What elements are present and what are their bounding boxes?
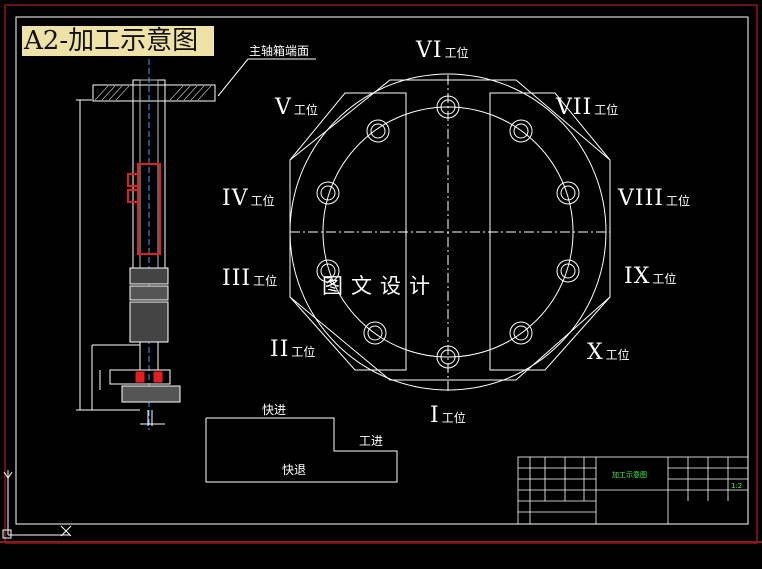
red-marker-upper bbox=[127, 173, 139, 187]
bolt-hole-VIII bbox=[556, 181, 580, 205]
ucs-icon bbox=[2, 470, 72, 539]
bolt-holes bbox=[316, 95, 580, 369]
cycle-diagram bbox=[205, 417, 398, 483]
spindle-label-leader bbox=[217, 58, 316, 97]
tool-holder-red bbox=[137, 163, 161, 255]
hatch-pattern bbox=[94, 85, 212, 101]
title-block-scale: 1:2 bbox=[731, 482, 743, 490]
bolt-hole-IX bbox=[556, 259, 580, 283]
cycle-fast-forward: 快进 bbox=[262, 403, 287, 417]
cycle-fast-return: 快退 bbox=[282, 463, 307, 477]
bottom-red-line bbox=[0, 541, 762, 543]
knurled-sleeve-1 bbox=[129, 267, 169, 285]
bolt-hole-I bbox=[436, 345, 460, 369]
knurled-sleeve-2 bbox=[129, 285, 169, 301]
bolt-hole-III bbox=[316, 259, 340, 283]
bolt-hole-X bbox=[509, 321, 533, 345]
watermark-text: 图文设计 bbox=[322, 274, 438, 298]
inner-border bbox=[15, 16, 749, 525]
bolt-hole-IV bbox=[316, 181, 340, 205]
cycle-work-feed: 工进 bbox=[359, 434, 384, 448]
tool-assembly bbox=[76, 50, 216, 430]
bolt-hole-V bbox=[366, 119, 390, 143]
bolt-hole-VII bbox=[509, 119, 533, 143]
drawing-title: A2-加工示意图 bbox=[22, 26, 214, 56]
red-marker-lower bbox=[127, 189, 139, 203]
fixture-upper bbox=[109, 369, 171, 385]
bolt-hole-II bbox=[363, 321, 387, 345]
workpiece-red-right bbox=[153, 371, 163, 383]
title-block-drawing-name: 加工示意图 bbox=[612, 471, 647, 479]
spindle-face-label: 主轴箱端面 bbox=[249, 44, 310, 58]
spindle-housing-plate bbox=[92, 84, 216, 102]
bolt-hole-VI bbox=[436, 95, 460, 119]
knurled-sleeve-3 bbox=[129, 301, 169, 343]
workpiece-red-left bbox=[135, 371, 145, 383]
plate-outline bbox=[289, 79, 611, 381]
indexing-plate bbox=[289, 73, 611, 392]
fixture-base bbox=[121, 385, 181, 403]
title-block bbox=[517, 456, 749, 525]
